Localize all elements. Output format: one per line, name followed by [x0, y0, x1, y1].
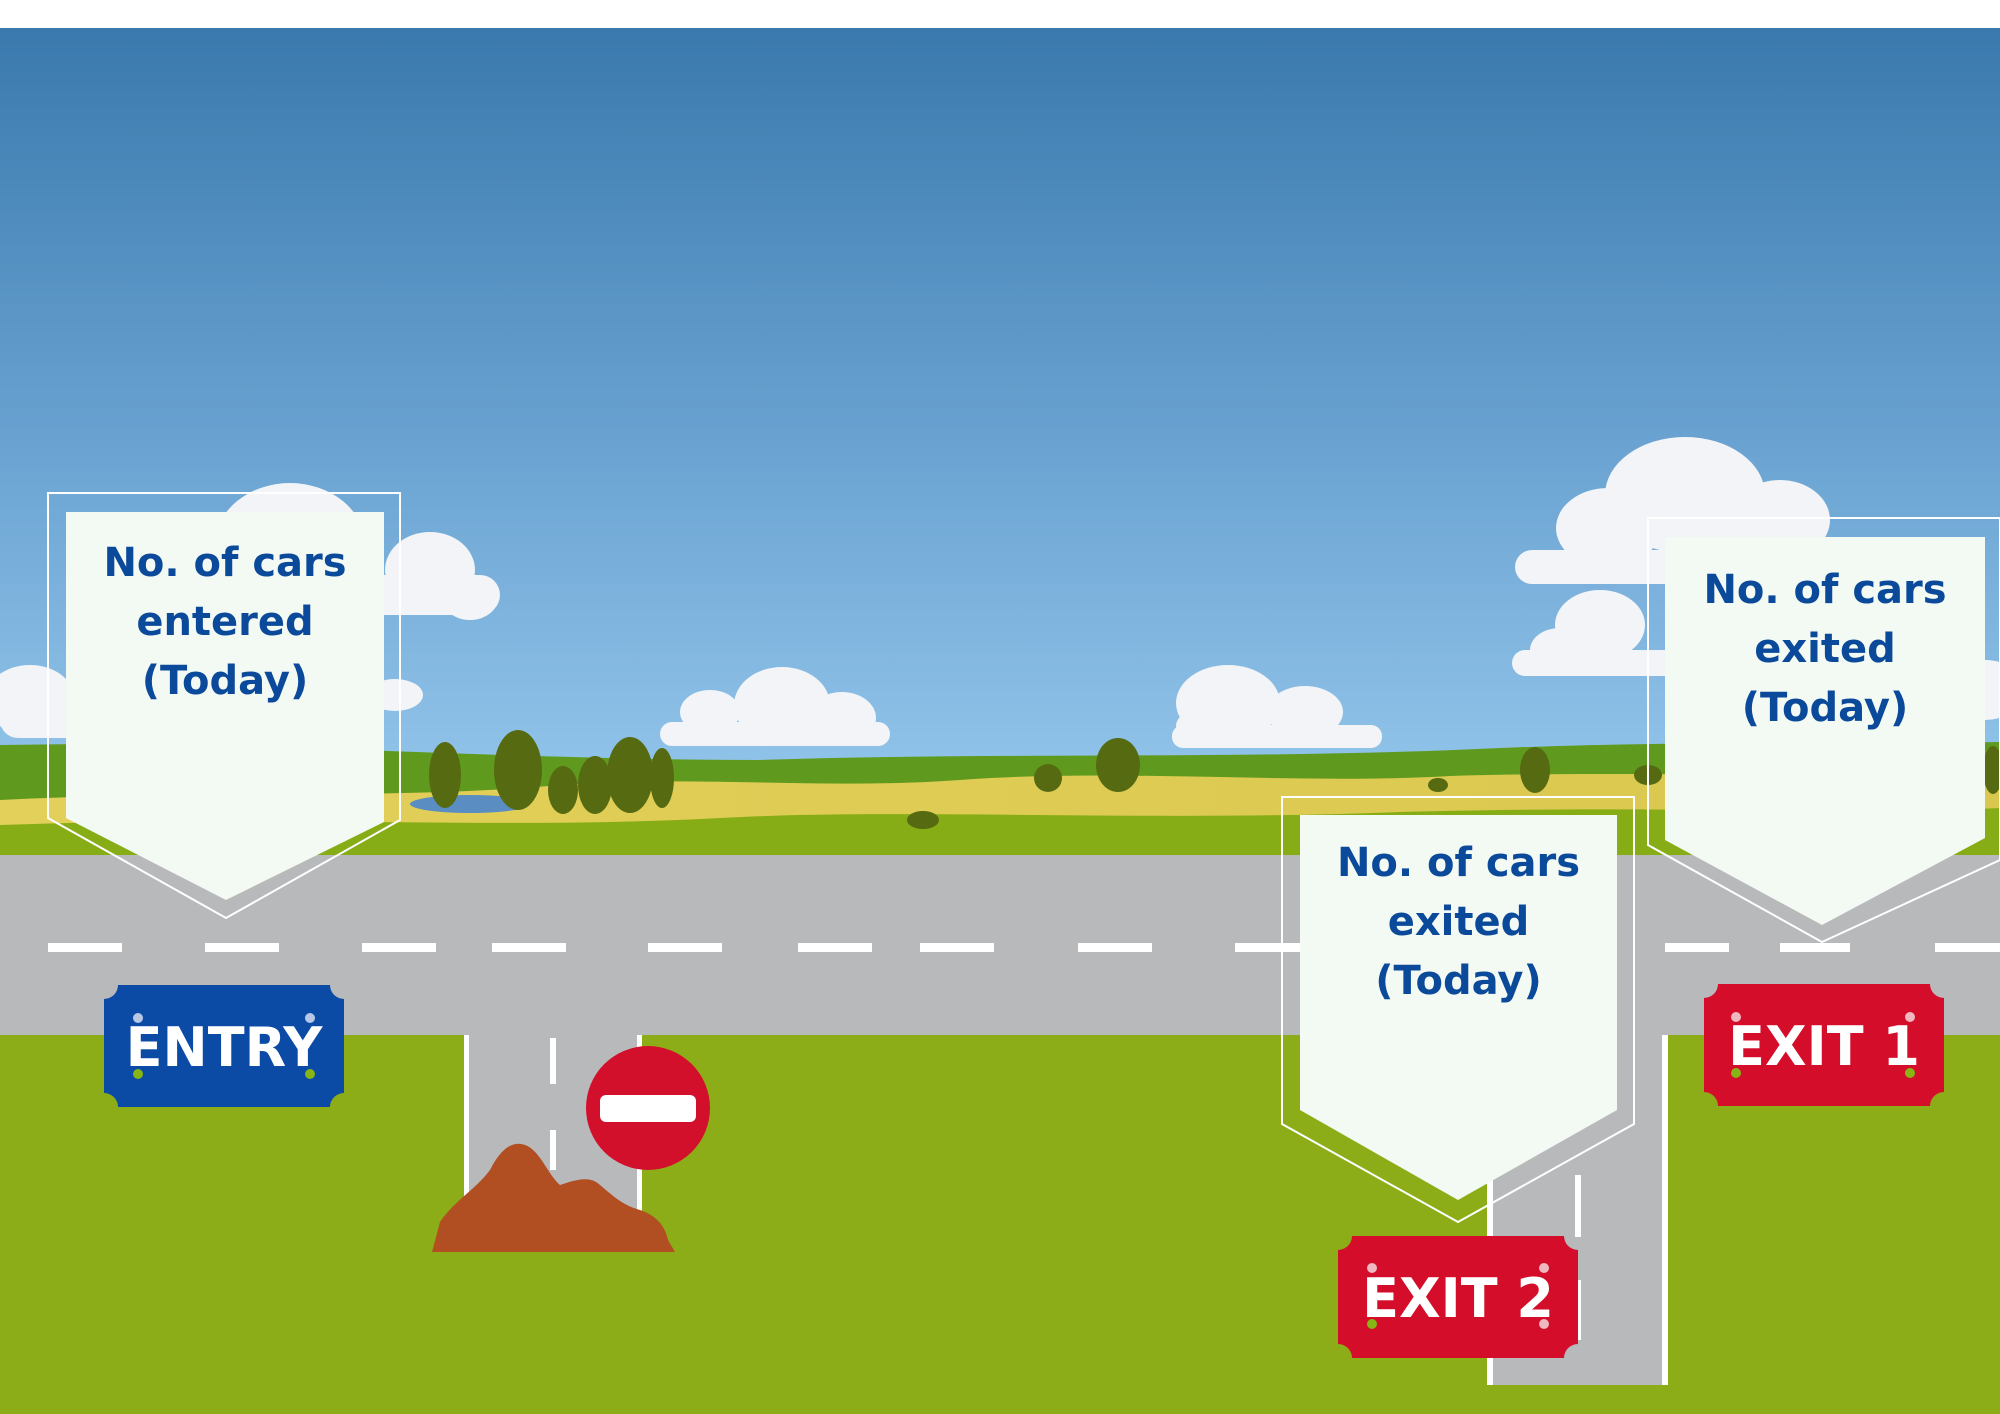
cloud-icon	[1172, 665, 1382, 748]
lane-markings	[48, 943, 2000, 952]
label-line: No. of cars	[103, 540, 347, 586]
exit-1-sign-label: EXIT 1	[1728, 1015, 1920, 1078]
label-line: exited	[1387, 899, 1530, 945]
label-line: No. of cars	[1336, 840, 1581, 886]
label-line: (Today)	[141, 658, 309, 704]
exited-2-panel-shape	[1281, 796, 1635, 1224]
road-edge-line	[464, 1035, 469, 1250]
label-line: (Today)	[1375, 958, 1542, 1004]
cars-exited-1-label: No. of cars exited (Today)	[1665, 561, 1985, 738]
road-center-dash	[550, 1130, 556, 1170]
cars-exited-2-label: No. of cars exited (Today)	[1300, 834, 1617, 1011]
cars-entered-label: No. of cars entered (Today)	[66, 534, 384, 711]
label-line: entered	[136, 599, 314, 645]
label-line: (Today)	[1741, 685, 1909, 731]
exit-2-sign: EXIT 2	[1338, 1236, 1578, 1358]
entered-panel-shape	[47, 492, 401, 920]
entry-sign-label: ENTRY	[126, 1016, 324, 1079]
no-entry-icon	[586, 1046, 710, 1170]
entry-sign: ENTRY	[104, 985, 344, 1107]
label-line: No. of cars	[1703, 567, 1947, 613]
exit-1-sign: EXIT 1	[1704, 984, 1944, 1106]
cloud-icon	[660, 667, 890, 746]
exit-2-sign-label: EXIT 2	[1362, 1267, 1554, 1330]
label-line: exited	[1754, 626, 1896, 672]
road-edge-line	[1662, 1035, 1668, 1385]
dirt-mound-icon	[432, 1143, 675, 1252]
road-center-dash	[1575, 1175, 1581, 1237]
tree-icon	[429, 730, 2000, 829]
road-edge-line	[1487, 1035, 1493, 1385]
road-center-dash	[550, 1038, 556, 1084]
exited-1-panel-shape	[1647, 517, 2000, 944]
